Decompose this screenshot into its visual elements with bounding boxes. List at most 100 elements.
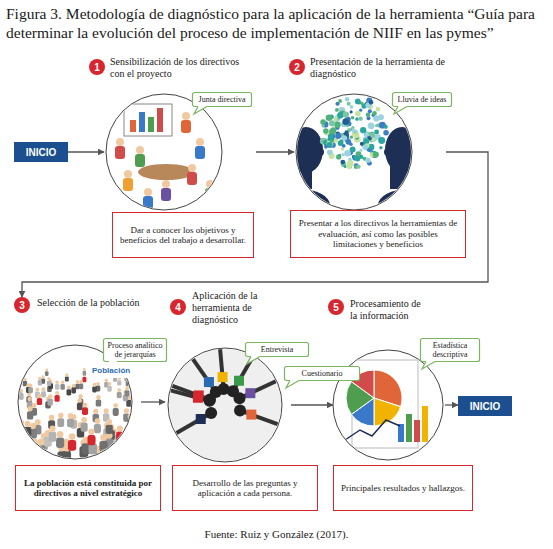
flow-arrow	[256, 151, 294, 152]
crowd-illustration	[23, 438, 31, 449]
crowd-illustration	[25, 448, 34, 459]
bubble-tail	[394, 107, 407, 115]
crowd-illustration	[125, 438, 133, 449]
step-circle: Sensibilización de los directivos con el…	[104, 56, 256, 212]
bubble-tail	[247, 357, 260, 365]
terminal-box: INICIO	[458, 396, 512, 416]
terminal-box: INICIO	[14, 142, 68, 162]
crowd-illustration	[16, 448, 23, 455]
step-heading: Aplicación de la herramienta de diagnóst…	[192, 290, 272, 326]
description-box: Desarrollo de las preguntas y aplicación…	[172, 465, 318, 511]
callout-bubble: Entrevista	[245, 342, 309, 357]
crowd-illustration	[116, 443, 124, 454]
circle-outline	[106, 94, 222, 210]
flow-arrow	[291, 404, 333, 405]
terminal-text: INICIO	[26, 147, 57, 158]
callout-bubble: Estadística descriptiva	[420, 338, 480, 362]
illustration-label: Población	[90, 362, 132, 378]
callout-bubble: Lluvia de ideas	[392, 92, 452, 107]
callout-text: Junta directiva	[197, 95, 248, 105]
crowd-illustration	[128, 438, 136, 449]
flow-arrow	[22, 152, 488, 297]
number-disc	[89, 59, 105, 75]
crowd-illustration	[20, 371, 24, 376]
description-box: La población está constituida por direct…	[15, 465, 161, 511]
bubble-tail	[286, 381, 299, 389]
step-circle: Presentación de la herramienta de diagnó…	[294, 56, 446, 212]
circle-outline	[296, 94, 412, 210]
crowd-illustration	[23, 449, 32, 460]
description-text: Presentar a los directivos la herramient…	[296, 218, 460, 250]
figure-source: Fuente: Ruiz y González (2017).	[0, 528, 553, 540]
circle-outline	[333, 350, 443, 460]
step-heading: Presentación de la herramienta de diagnó…	[310, 56, 446, 80]
description-box: Principales resultados y hallazgos.	[333, 465, 473, 511]
step-number: 5	[328, 299, 344, 315]
circle-outline	[104, 56, 256, 212]
flow-arrow	[141, 401, 165, 402]
crowd-illustration	[30, 446, 39, 457]
bubble-outline	[285, 367, 360, 381]
crowd-illustration	[124, 441, 132, 452]
callout-bubble: Proceso analítico de jerarquías	[103, 338, 167, 362]
crowd-illustration	[21, 368, 24, 371]
circle-outline	[18, 345, 132, 459]
circle-outline	[15, 297, 141, 461]
crowd-illustration	[17, 442, 24, 449]
number-disc	[170, 299, 186, 315]
crowd-illustration	[128, 445, 137, 456]
bubble-outline	[193, 93, 252, 107]
crowd-illustration	[16, 449, 25, 461]
crowd-illustration	[23, 435, 30, 442]
callout-text: Estadística descriptiva	[420, 341, 480, 360]
microphones-illustration	[165, 343, 283, 462]
step-number: 1	[89, 59, 105, 75]
bubble-outline	[246, 343, 309, 357]
microphones-illustration	[168, 348, 282, 462]
crowd-illustration	[125, 435, 132, 442]
crowd-illustration	[120, 441, 127, 448]
number-disc	[328, 299, 344, 315]
crowd-illustration	[119, 448, 128, 459]
step-heading: Procesamiento de la información	[350, 298, 430, 322]
step-circle: Selección de la población	[15, 297, 141, 461]
crowd-illustration	[24, 441, 31, 448]
figure-title: Figura 3. Metodología de diagnóstico par…	[6, 4, 548, 42]
flow-arrow	[68, 151, 104, 152]
callout-bubble: Cuestionario	[284, 366, 360, 381]
bubble-outline	[104, 339, 167, 362]
description-box: Dar a conocer los objetivos y beneficios…	[112, 212, 254, 258]
callout-text: Entrevista	[259, 345, 295, 355]
bubble-outline	[393, 93, 452, 107]
crowd-illustration	[120, 450, 128, 458]
description-text: La población está constituida por direct…	[21, 478, 155, 499]
crowd-illustration	[129, 438, 136, 445]
step-heading: Selección de la población	[37, 297, 141, 309]
callout-text: Proceso analítico de jerarquías	[103, 341, 167, 360]
bubble-tail	[422, 362, 435, 370]
step-number: 3	[14, 297, 30, 313]
description-text: Desarrollo de las preguntas y aplicación…	[178, 478, 312, 499]
number-disc	[289, 59, 305, 75]
terminal-text: INICIO	[470, 401, 501, 412]
callout-bubble: Junta directiva	[192, 92, 252, 107]
description-text: Principales resultados y hallazgos.	[341, 483, 465, 494]
number-disc	[14, 297, 30, 313]
bubble-outline	[421, 339, 480, 362]
step-number: 2	[289, 59, 305, 75]
step-heading: Sensibilización de los directivos con el…	[110, 56, 256, 80]
description-box: Presentar a los directivos la herramient…	[290, 210, 466, 258]
crowd-illustration	[106, 453, 115, 465]
step-circle: Aplicación de la herramienta de diagnóst…	[165, 290, 291, 462]
step-number: 4	[170, 299, 186, 315]
callout-text: Cuestionario	[300, 369, 345, 379]
crowd-illustration	[26, 441, 33, 448]
description-text: Dar a conocer los objetivos y beneficios…	[118, 225, 248, 246]
crowd-illustration	[128, 431, 134, 437]
circle-outline	[168, 348, 282, 462]
crowd-illustration	[17, 380, 21, 384]
flow-arrow	[445, 404, 458, 405]
callout-text: Lluvia de ideas	[396, 95, 449, 105]
crowd-illustration	[126, 432, 132, 438]
